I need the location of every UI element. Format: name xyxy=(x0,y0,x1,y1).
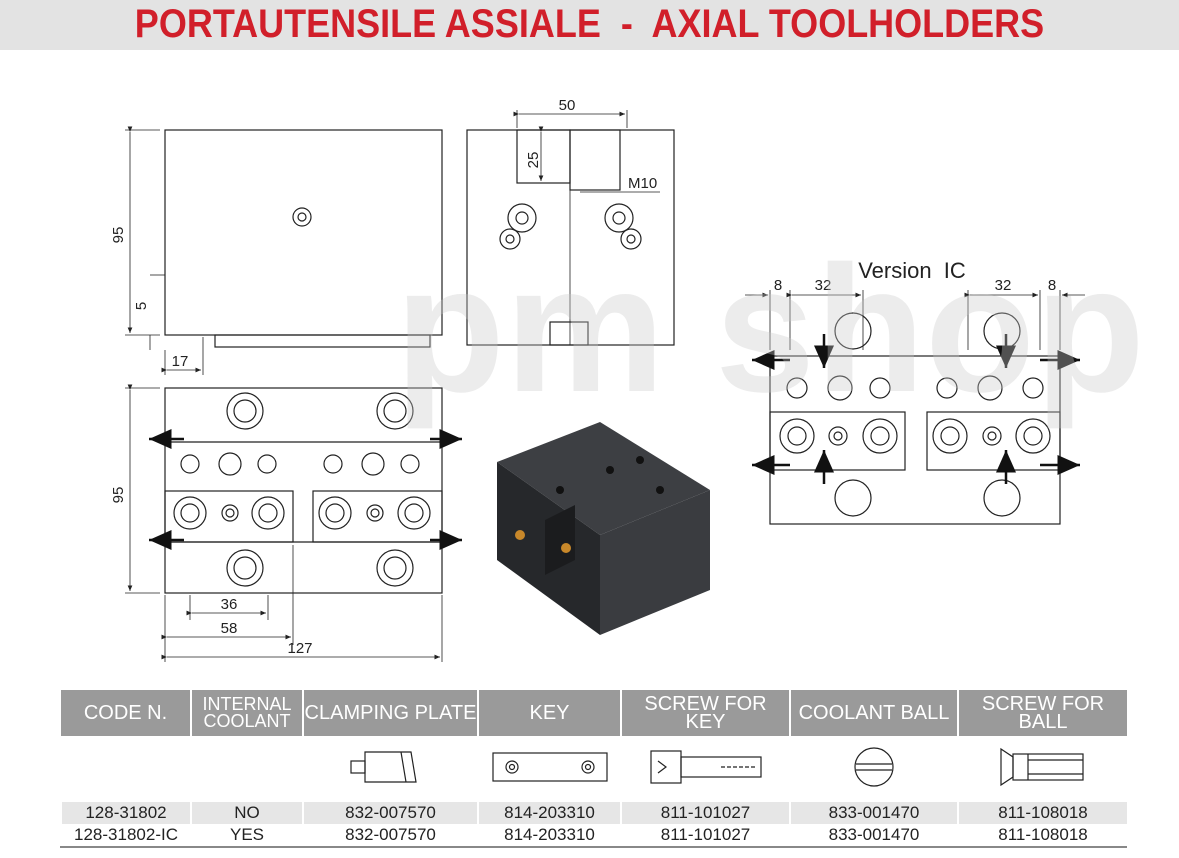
header-coolant-ball: COOLANT BALL xyxy=(789,690,958,736)
dim-95-bottom: 95 xyxy=(110,487,127,504)
dim-58: 58 xyxy=(221,620,238,637)
table-header-row: CODE N. INTERNAL COOLANT CLAMPING PLATE … xyxy=(61,690,1127,736)
dim-32-right: 32 xyxy=(995,277,1012,294)
side-view-body xyxy=(164,129,443,336)
dim-17: 17 xyxy=(172,353,189,370)
header-clamping-plate: CLAMPING PLATE xyxy=(302,690,478,736)
toolholder-3d-image xyxy=(497,422,710,635)
table-row: 128-31802 NO 832-007570 814-203310 811-1… xyxy=(60,802,1127,824)
header-screw-for-key: SCREW FOR KEY xyxy=(620,690,790,736)
title-bar xyxy=(0,0,1179,50)
header-internal-coolant: INTERNAL COOLANT xyxy=(190,690,303,736)
dim-5: 5 xyxy=(133,302,150,310)
dim-50: 50 xyxy=(559,97,576,114)
coolant-ball-icon xyxy=(789,736,958,802)
dim-m10: M10 xyxy=(628,175,657,192)
key-icon xyxy=(477,736,621,802)
dim-8-right: 8 xyxy=(1048,277,1056,294)
dim-32-left: 32 xyxy=(815,277,832,294)
clamping-plate-icon xyxy=(302,736,478,802)
technical-drawing: 50 25 M10 95 5 17 95 36 58 127 8 32 32 8… xyxy=(110,97,1085,662)
table-image-row xyxy=(60,736,1127,802)
header-code: CODE N. xyxy=(61,690,191,736)
screw-for-ball-icon xyxy=(957,736,1127,802)
dim-95-top: 95 xyxy=(110,227,127,244)
table-row: 128-31802-IC YES 832-007570 814-203310 8… xyxy=(60,824,1127,848)
dim-25: 25 xyxy=(525,152,542,169)
dim-127: 127 xyxy=(287,640,312,657)
parts-table: CODE N. INTERNAL COOLANT CLAMPING PLATE … xyxy=(60,690,1127,848)
dim-8-left: 8 xyxy=(774,277,782,294)
header-key: KEY xyxy=(477,690,621,736)
header-screw-for-ball: SCREW FOR BALL xyxy=(957,690,1127,736)
screw-for-key-icon xyxy=(620,736,790,802)
dim-36: 36 xyxy=(221,596,238,613)
version-label: Version IC xyxy=(858,258,966,283)
page-title: PORTAUTENSILE ASSIALE - AXIAL TOOLHOLDER… xyxy=(134,2,1045,46)
